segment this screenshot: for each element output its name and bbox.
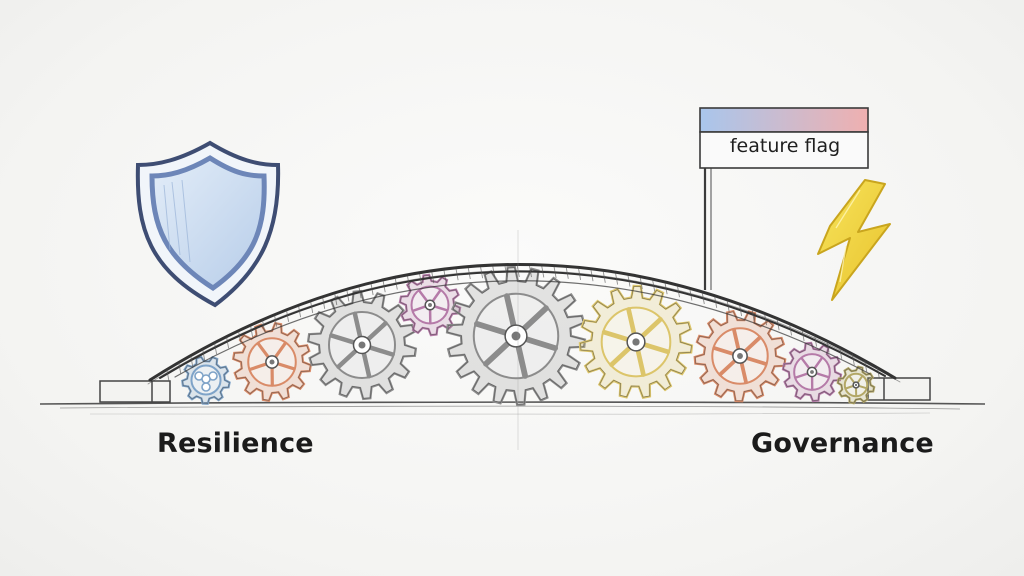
bridge-deck-hatching	[166, 265, 880, 381]
deck-hatch-mark	[274, 315, 278, 327]
deck-hatch-mark	[443, 270, 447, 282]
deck-hatch-mark	[689, 289, 693, 301]
feature-flag-label: feature flag	[729, 135, 841, 157]
deck-hatch-mark	[578, 268, 582, 280]
deck-hatch-mark	[714, 296, 718, 308]
deck-hatch-mark	[553, 266, 557, 279]
deck-hatch-mark	[541, 266, 545, 278]
deck-hatch-mark	[615, 273, 619, 285]
deck-hatch-mark	[529, 266, 532, 278]
gear-train	[181, 265, 876, 407]
deck-hatch-mark	[839, 347, 843, 359]
deck-hatch-mark	[382, 281, 386, 293]
deck-hatch-mark	[370, 283, 374, 296]
deck-hatch-mark	[776, 319, 780, 331]
deck-hatch-mark	[407, 276, 410, 288]
deck-hatch-mark	[250, 325, 254, 337]
deck-hatch-mark	[238, 331, 242, 343]
deck-hatch-mark	[298, 306, 302, 318]
deck-hatch-mark	[664, 283, 668, 295]
deck-hatch-mark	[751, 309, 755, 321]
deck-hatch-mark	[764, 314, 768, 326]
gear-gray-left-icon	[306, 289, 418, 401]
deck-hatch-mark	[322, 297, 326, 309]
deck-hatch-mark	[492, 266, 496, 278]
lightning-bolt-icon	[817, 179, 891, 301]
deck-hatch-mark	[801, 329, 805, 341]
deck-hatch-mark	[826, 341, 830, 353]
ground-line	[39, 401, 986, 416]
deck-hatch-mark	[726, 300, 730, 312]
bridge-right-abutment	[867, 377, 931, 401]
deck-hatch-mark	[739, 304, 743, 317]
deck-hatch-mark	[467, 268, 471, 280]
deck-hatch-mark	[652, 280, 656, 292]
deck-hatch-mark	[419, 274, 423, 286]
deck-hatch-mark	[480, 267, 484, 279]
deck-hatch-mark	[190, 355, 194, 368]
deck-hatch-mark	[394, 278, 398, 290]
deck-hatch-mark	[358, 287, 362, 299]
deck-hatch-mark	[677, 286, 680, 298]
deck-hatch-mark	[789, 324, 793, 336]
deck-hatch-mark	[814, 335, 818, 347]
resilience-label: Resilience	[157, 428, 314, 459]
deck-hatch-mark	[214, 343, 218, 355]
gear-pink-right-icon	[781, 341, 843, 403]
deck-hatch-mark	[431, 272, 435, 284]
gear-small-blue-icon	[181, 355, 231, 405]
deck-hatch-mark	[590, 270, 594, 282]
deck-hatch-mark	[851, 354, 855, 366]
deck-hatch-mark	[226, 337, 230, 349]
deck-hatch-mark	[602, 271, 606, 283]
shield-icon	[135, 140, 281, 308]
deck-hatch-mark	[701, 292, 705, 305]
deck-hatch-mark	[202, 349, 206, 361]
deck-hatch-mark	[876, 367, 880, 379]
gear-olive-small-icon	[836, 365, 876, 405]
deck-hatch-mark	[166, 369, 170, 381]
feature-flag-sign	[699, 107, 869, 290]
deck-hatch-mark	[262, 320, 266, 332]
gear-orange-left-icon	[231, 321, 313, 403]
deck-hatch-mark	[310, 301, 314, 313]
bridge-left-abutment	[99, 380, 171, 403]
governance-label: Governance	[751, 428, 934, 459]
deck-hatch-mark	[627, 275, 631, 287]
deck-hatch-mark	[346, 290, 350, 302]
deck-hatch-mark	[565, 267, 569, 279]
deck-hatch-mark	[286, 310, 290, 322]
deck-hatch-mark	[864, 360, 868, 372]
deck-hatch-mark	[334, 293, 338, 306]
gear-orange-right-icon	[693, 309, 787, 403]
deck-hatch-mark	[504, 266, 508, 278]
deck-hatch-mark	[455, 269, 459, 281]
gear-large-center-icon	[445, 265, 587, 407]
gear-yellow-icon	[578, 284, 694, 399]
deck-hatch-mark	[178, 362, 182, 374]
deck-hatch-mark	[639, 277, 643, 289]
